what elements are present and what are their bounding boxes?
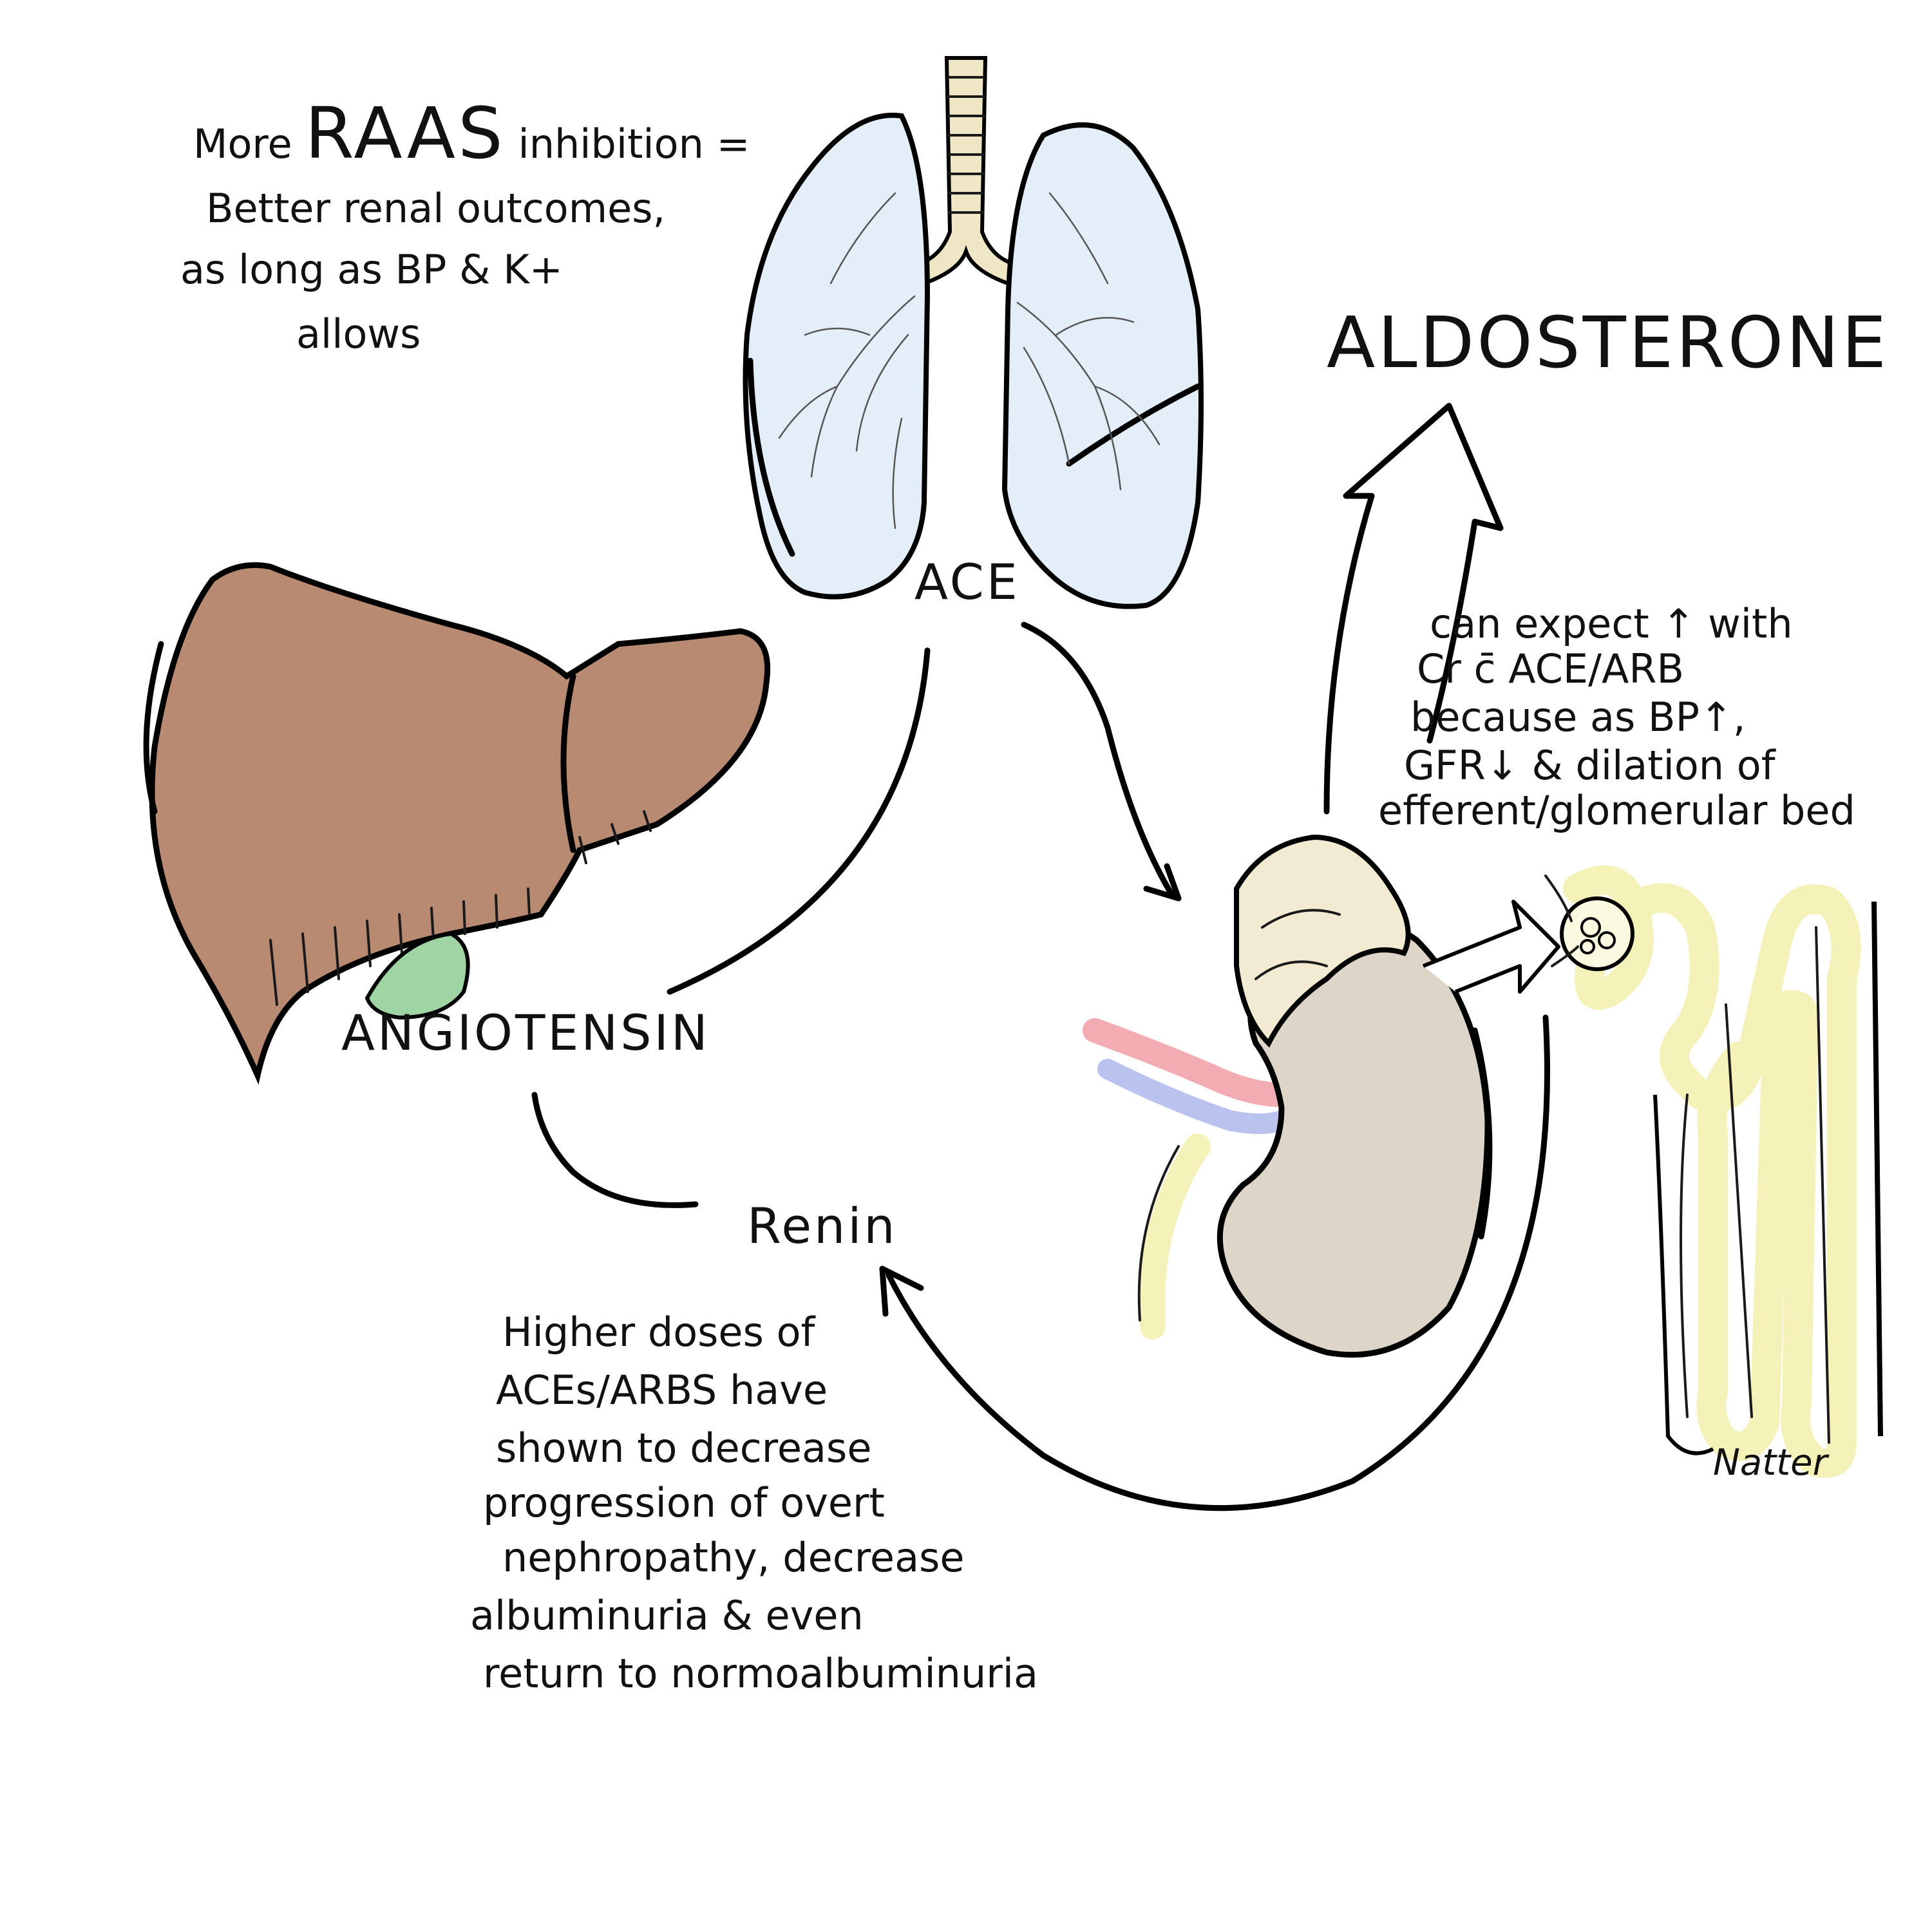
svg-text:More RAAS inhibition =: More RAAS inhibition = xyxy=(193,92,750,175)
raas-line-2: as long as BP & K+ xyxy=(180,246,563,293)
creatinine-line-4: GFR↓ & dilation of xyxy=(1404,742,1777,789)
creatinine-line-3: because as BP↑, xyxy=(1410,694,1746,741)
nephron-tubule xyxy=(1563,865,1861,1478)
note-raas-inhibition: More RAAS inhibition = Better renal outc… xyxy=(180,92,750,357)
doses-line-5: nephropathy, decrease xyxy=(502,1534,965,1581)
lungs-to-angiotensin-arrow xyxy=(667,647,931,995)
adrenal-gland xyxy=(1234,834,1411,1048)
renal-vein xyxy=(1097,1059,1292,1134)
renin-to-angiotensin-arrow xyxy=(531,1092,699,1208)
note-creatinine: can expect ↑ with Cr c̄ ACE/ARB because … xyxy=(1378,600,1855,834)
lungs-illustration xyxy=(743,56,1204,609)
nephron-illustration xyxy=(1422,865,1883,1478)
right-lung xyxy=(1001,122,1204,609)
raas-emphasis: RAAS xyxy=(305,92,505,175)
kidney-illustration xyxy=(1083,834,1493,1358)
creatinine-line-1: can expect ↑ with xyxy=(1430,600,1793,647)
liver xyxy=(149,562,771,1085)
ace-label: ACE xyxy=(914,553,1020,611)
creatinine-line-2: Cr c̄ ACE/ARB xyxy=(1417,645,1684,692)
renin-label: Renin xyxy=(747,1197,898,1255)
note-higher-doses: Higher doses of ACEs/ARBS have shown to … xyxy=(470,1309,1038,1697)
gallbladder xyxy=(365,931,470,1020)
raas-prefix: More xyxy=(193,120,305,167)
kidney-to-nephron-pointer xyxy=(1422,900,1560,994)
doses-line-1: Higher doses of xyxy=(502,1309,817,1356)
raas-line-1: Better renal outcomes, xyxy=(206,185,665,232)
kidney xyxy=(1217,918,1491,1358)
ace-to-kidney-arrow xyxy=(1021,621,1175,898)
renal-artery xyxy=(1083,1018,1294,1107)
doses-line-2: ACEs/ARBS have xyxy=(496,1367,828,1414)
raas-line-3: allows xyxy=(296,310,421,357)
trachea xyxy=(915,56,1017,286)
left-lung xyxy=(743,113,931,600)
raas-cycle xyxy=(531,402,1550,1511)
doses-line-4: progression of overt xyxy=(483,1479,885,1526)
artist-signature: Natter xyxy=(1713,1442,1830,1484)
ureter xyxy=(1139,1133,1211,1340)
liver-illustration xyxy=(143,562,771,1085)
aldosterone-arrow xyxy=(1323,402,1504,815)
doses-line-6: albuminuria & even xyxy=(470,1592,864,1639)
angiotensin-label: ANGIOTENSIN xyxy=(341,1004,710,1061)
aldosterone-label: ALDOSTERONE xyxy=(1327,301,1889,384)
kidney-to-renin-arrow xyxy=(886,1014,1550,1511)
doses-line-3: shown to decrease xyxy=(496,1425,872,1472)
doses-line-7: return to normoalbuminuria xyxy=(483,1650,1038,1697)
raas-suffix: inhibition = xyxy=(506,120,750,167)
creatinine-line-5: efferent/glomerular bed xyxy=(1378,787,1855,834)
